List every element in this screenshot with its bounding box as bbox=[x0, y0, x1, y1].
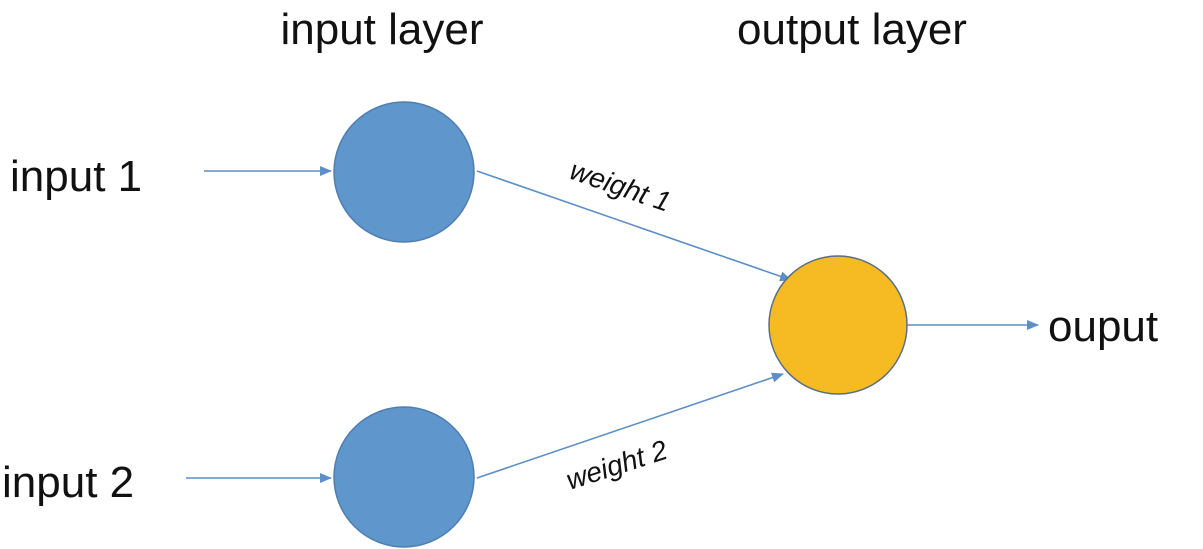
output-layer-heading: output layer bbox=[737, 5, 967, 54]
input-layer-heading: input layer bbox=[280, 5, 483, 54]
input-1-label: input 1 bbox=[10, 152, 142, 201]
weight-2-edge bbox=[476, 372, 784, 479]
input-2-label: input 2 bbox=[2, 458, 134, 507]
output-node bbox=[768, 255, 908, 395]
input-node-2 bbox=[333, 406, 475, 548]
weight-1-edge bbox=[476, 170, 792, 282]
output-label: ouput bbox=[1048, 302, 1158, 351]
input-node-1 bbox=[333, 101, 475, 243]
